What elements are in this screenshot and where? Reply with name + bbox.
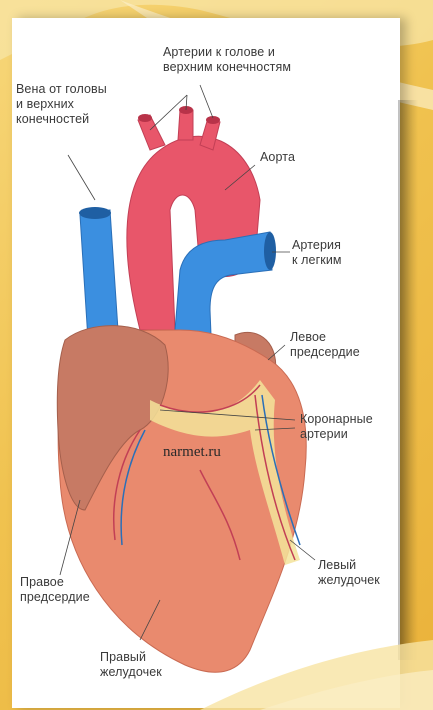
label-vein-head: Вена от головы и верхних конечностей	[16, 82, 107, 127]
label-right-atrium: Правое предсердие	[20, 575, 90, 605]
label-coronary-arteries: Коронарные артерии	[300, 412, 373, 442]
watermark-text: narmet.ru	[163, 444, 221, 461]
label-arteries-head: Артерии к голове и верхним конечностям	[163, 45, 291, 75]
vena-cava	[80, 210, 118, 340]
label-left-ventricle: Левый желудочек	[318, 558, 380, 588]
decorative-wave-bottom	[0, 620, 433, 710]
label-pulmonary-artery: Артерия к легким	[292, 238, 342, 268]
label-left-atrium: Левое предсердие	[290, 330, 360, 360]
label-aorta: Аорта	[260, 150, 295, 165]
branch-artery-2	[178, 110, 193, 140]
